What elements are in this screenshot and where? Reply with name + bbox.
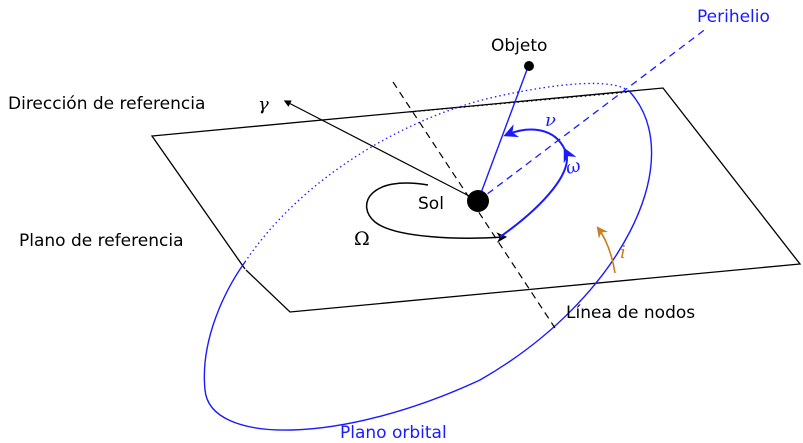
reference-direction-arrow: [283, 100, 476, 200]
plane-edge-dotted: [409, 91, 631, 113]
nu-symbol: ν: [545, 110, 556, 131]
nu-arc: [503, 124, 566, 151]
omega-symbol: ω: [563, 155, 583, 179]
sun: [467, 190, 489, 212]
omega-arc: [499, 147, 577, 238]
inclination-arc: [596, 226, 616, 274]
radius-to-object: [477, 66, 529, 202]
gamma-symbol: γ: [258, 94, 269, 115]
object-label: Objeto: [491, 36, 547, 56]
big-omega-symbol: Ω: [354, 228, 370, 250]
inclination-symbol: i: [620, 242, 626, 263]
line-of-nodes-label: Línea de nodos: [566, 303, 695, 323]
orbit-front: [203, 91, 653, 431]
reference-direction-label: Dirección de referencia: [8, 94, 205, 114]
object-point: [524, 61, 534, 71]
reference-plane: [150, 87, 802, 313]
reference-plane-label: Plano de referencia: [19, 231, 183, 251]
perihelion-label: Perihelio: [697, 7, 770, 27]
orbital-plane-label: Plano orbital: [340, 423, 447, 443]
sun-label: Sol: [418, 194, 444, 214]
big-omega-arc: [365, 182, 508, 243]
orbit-back: [244, 82, 631, 263]
